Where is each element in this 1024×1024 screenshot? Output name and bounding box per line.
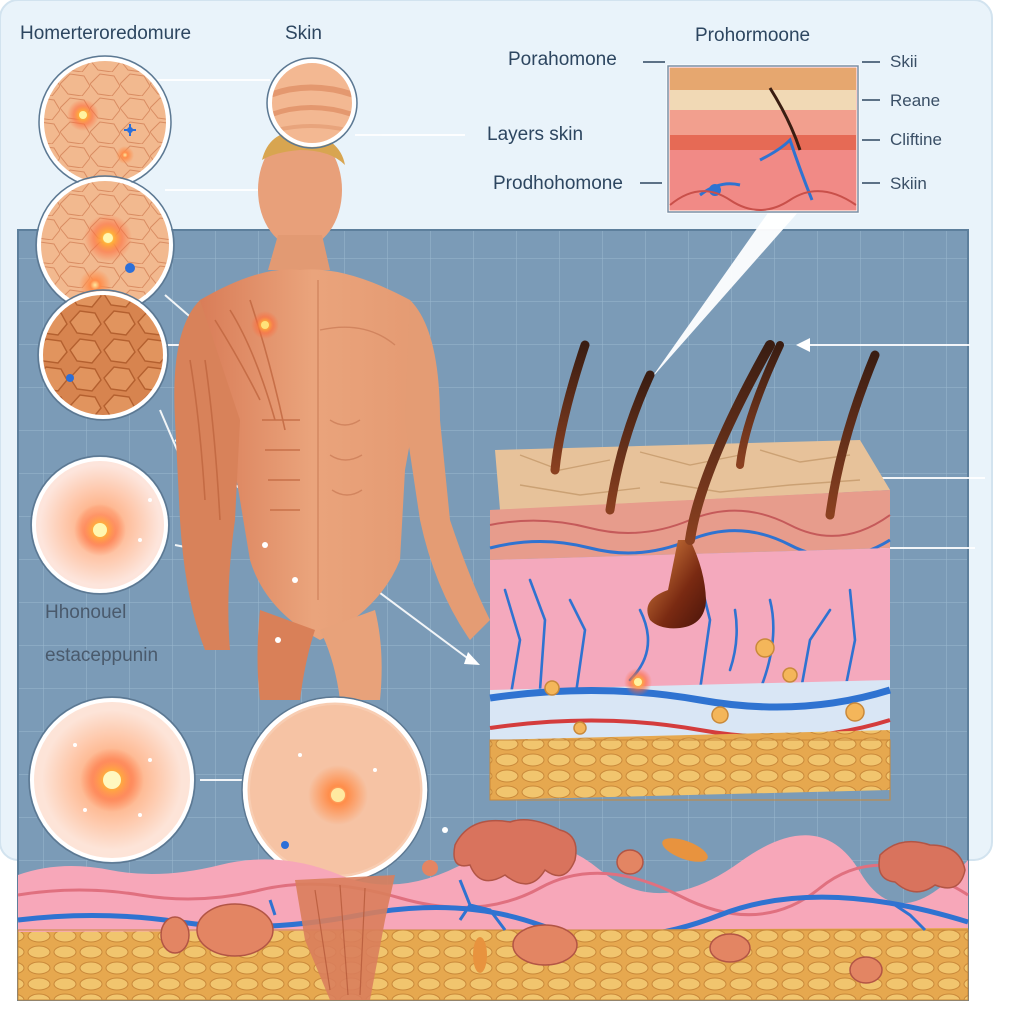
label-inset-skiin: Skiin	[890, 174, 927, 193]
inflammation-closeup-2	[28, 696, 196, 864]
label-inset-reane: Reane	[890, 91, 941, 110]
label-layers-skin: Layers skin	[487, 124, 584, 145]
bottom-skin-layers	[17, 819, 969, 1001]
label-prodhohomone: Prodhohomone	[493, 173, 623, 194]
inflammation-closeup-3	[241, 696, 429, 884]
label-estaceppunin: estaceppunin	[45, 645, 159, 666]
label-inset-skii: Skii	[890, 52, 918, 71]
label-inset-cliftine: Cliftine	[890, 130, 942, 149]
skin-closeup-2	[35, 175, 175, 315]
human-figure	[174, 131, 490, 700]
label-homerteroredomure: Homerteroredomure	[20, 23, 192, 44]
skin-cross-section	[489, 340, 892, 801]
label-porahomone: Porahomone	[508, 49, 617, 70]
skin-closeup-1	[38, 55, 172, 189]
label-prohormoone: Prohormoone	[695, 25, 811, 46]
inflammation-closeup-1	[30, 455, 170, 595]
skin-top-circle	[266, 57, 358, 149]
label-skin-top: Skin	[285, 23, 322, 44]
skin-closeup-3	[37, 289, 169, 421]
skin-layer-inset	[666, 64, 860, 214]
label-hhonouel: Hhonouel	[45, 602, 127, 623]
